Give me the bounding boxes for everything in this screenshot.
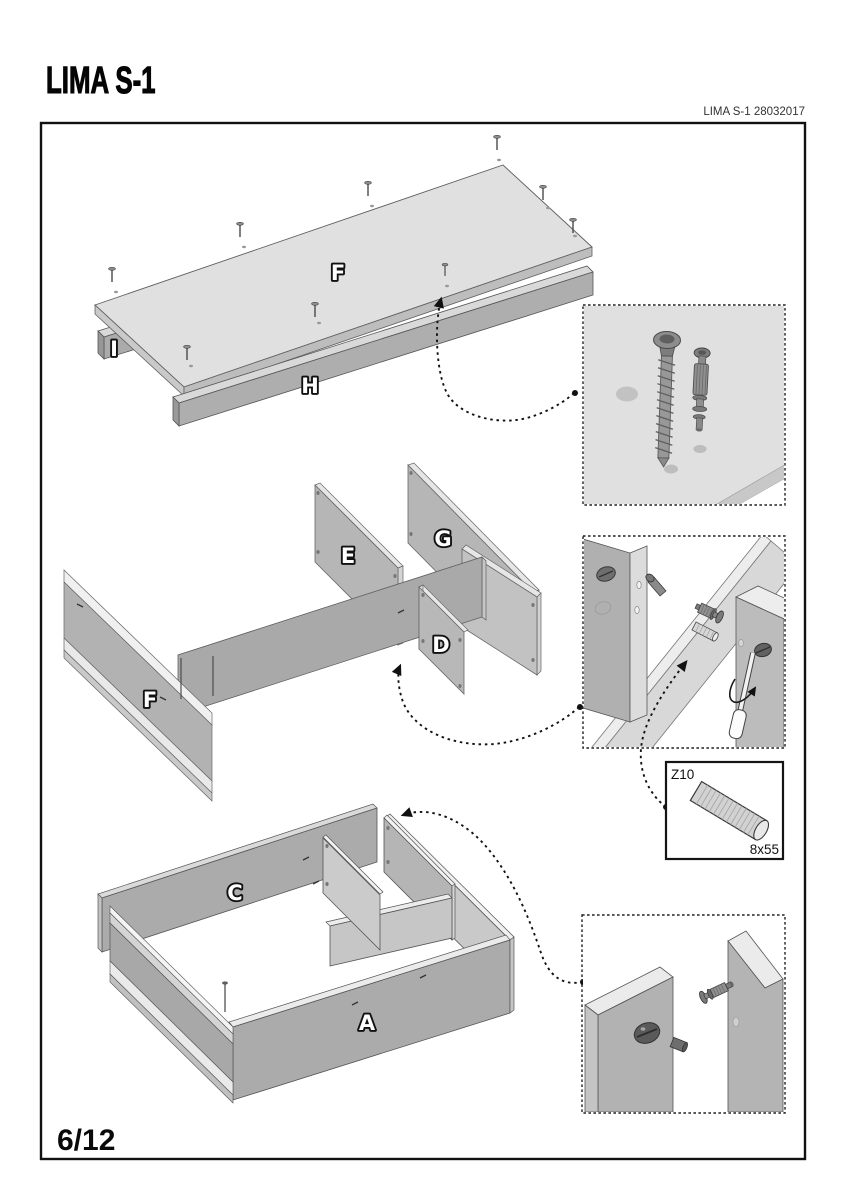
inset-dowel-detail — [582, 535, 786, 749]
hardware-box: Z10 8x55 — [664, 760, 785, 861]
label-c: C — [227, 881, 242, 905]
confirmat-screw — [653, 330, 681, 468]
top-assembly: F I H — [94, 134, 594, 427]
inset-right-panel — [735, 585, 784, 747]
dowel-icon — [689, 780, 770, 841]
bottom-assembly: C A — [97, 803, 515, 1104]
inset2-right-panel — [727, 930, 784, 1112]
label-d: D — [432, 633, 449, 657]
label-e: E — [341, 544, 355, 568]
leader-top — [433, 296, 578, 422]
inset-cam-border — [581, 914, 786, 1114]
cam-bolt — [692, 347, 711, 432]
side-panel-f — [63, 569, 213, 802]
label-h: H — [301, 374, 319, 398]
hardware-code: Z10 — [671, 767, 694, 782]
middle-assembly: E G D F — [63, 462, 542, 802]
inset2-cam-bolt — [699, 981, 734, 1004]
inset-screw-border — [582, 304, 786, 506]
dowel-stub — [669, 1036, 688, 1053]
inset-dowel-border — [582, 535, 786, 749]
inset-cam-detail — [581, 914, 786, 1114]
left-wall — [109, 905, 234, 1104]
label-f-top: F — [331, 261, 345, 285]
hardware-size: 8x55 — [750, 842, 779, 857]
label-a: A — [359, 1011, 376, 1035]
inset-left-panel — [584, 538, 648, 723]
leader-middle — [391, 663, 583, 746]
panel-holes — [114, 158, 577, 368]
rail-h — [172, 265, 594, 427]
panel-f-top — [94, 164, 593, 397]
floating-cam-bolt — [694, 602, 724, 624]
page-title: LIMA S-1 — [46, 59, 156, 101]
divider-middle — [322, 834, 384, 951]
label-i: I — [110, 337, 118, 361]
page-number: 6/12 — [57, 1124, 115, 1157]
edge-cam-bolt — [645, 573, 667, 597]
diagram-frame — [39, 121, 807, 1161]
label-g: G — [434, 527, 451, 551]
divider-d — [418, 584, 469, 695]
inset-screw-detail — [582, 304, 786, 506]
back-wall-c — [97, 803, 378, 953]
inset2-left-panel — [584, 966, 688, 1112]
screwdriver — [728, 652, 757, 740]
cam-lock-icon — [633, 1022, 661, 1044]
doc-code: LIMA S-1 28032017 — [703, 106, 805, 118]
front-wall-a — [228, 934, 515, 1101]
floating-dowel — [691, 621, 719, 642]
label-f-side: F — [143, 688, 157, 712]
